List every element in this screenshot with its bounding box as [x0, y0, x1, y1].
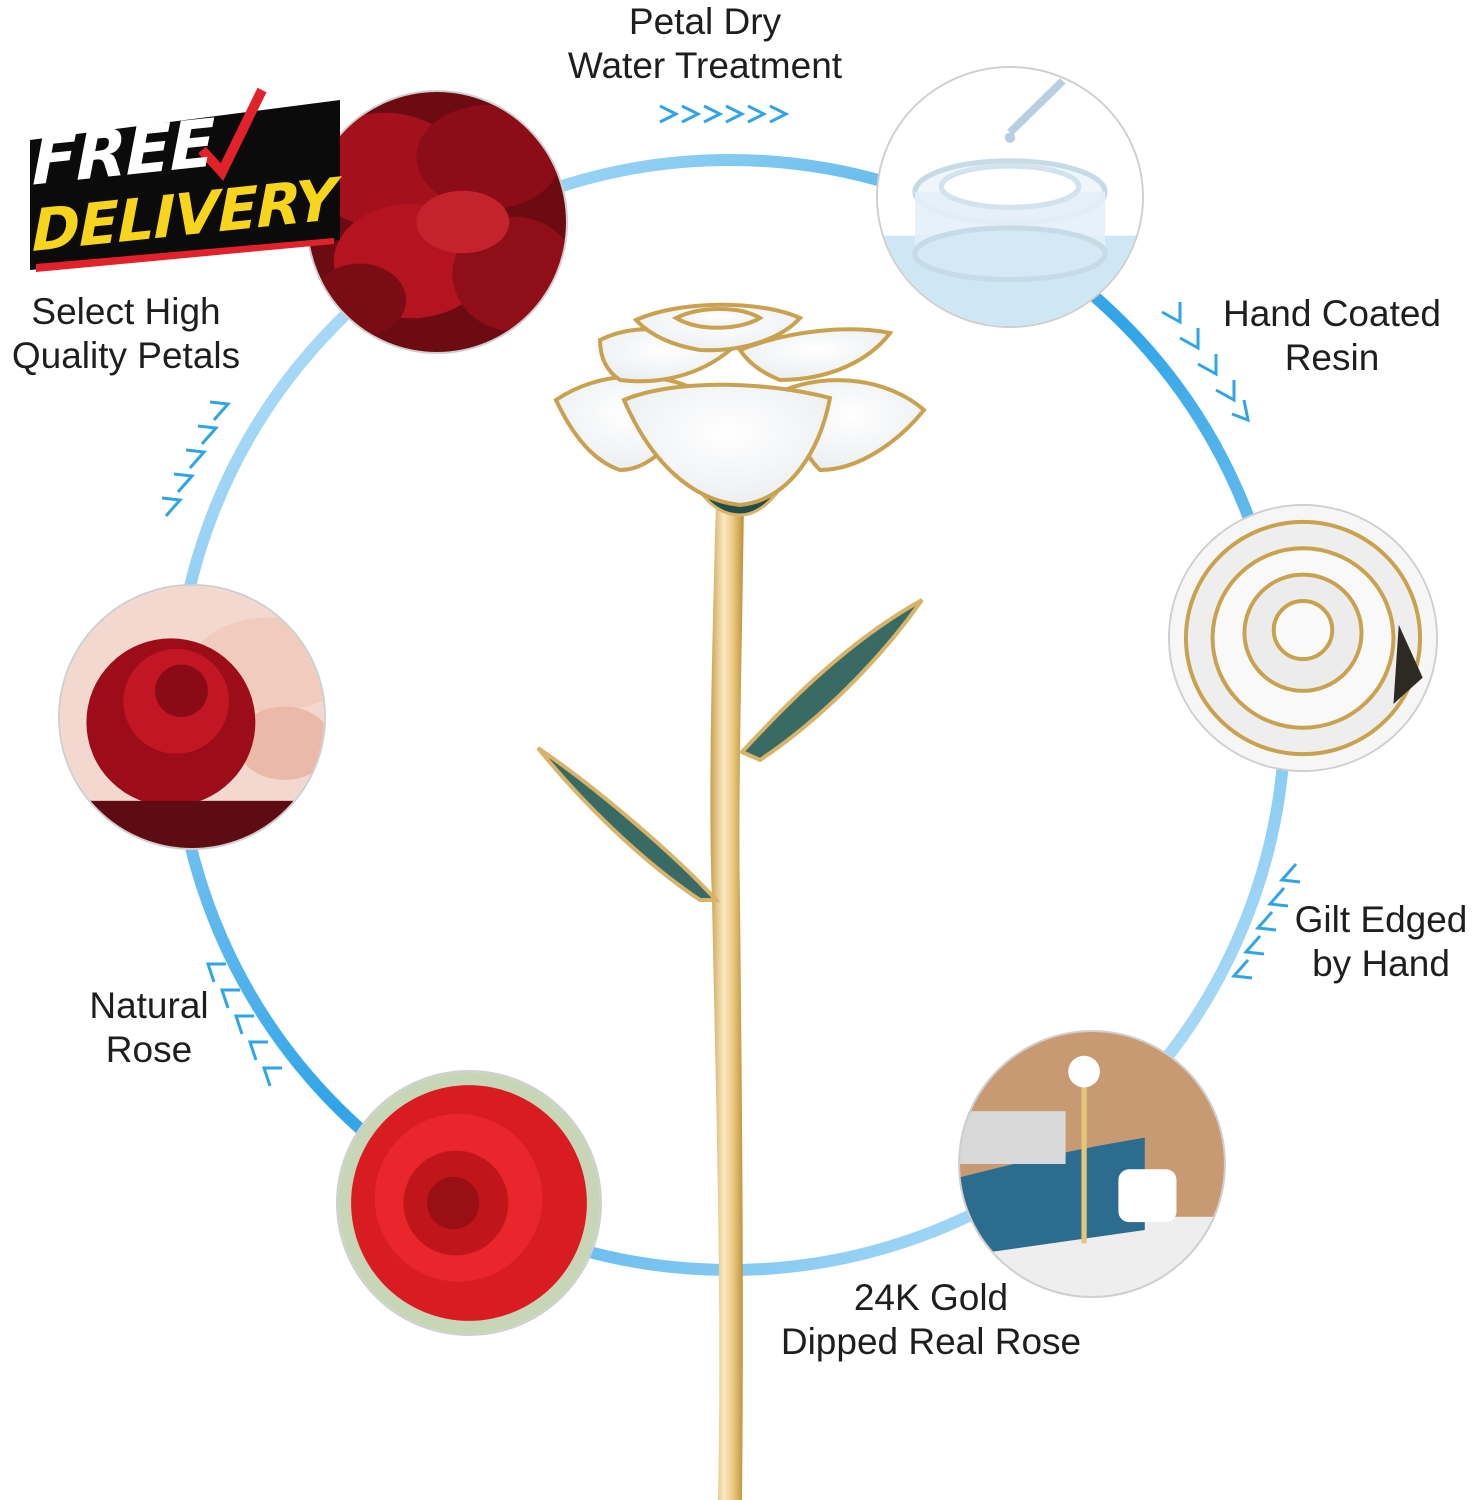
badge-background	[30, 87, 340, 272]
checkmark-icon	[198, 87, 267, 181]
arrow-chevrons-left-bottom	[205, 962, 282, 1087]
photo-water-treatment	[876, 66, 1144, 328]
rose-stem	[710, 500, 744, 1500]
label-gilt-edged: Gilt Edged by Hand	[1294, 899, 1468, 984]
arrow-chevrons-right-top	[1161, 302, 1251, 423]
label-hand-coated: Hand Coated Resin	[1222, 293, 1442, 378]
rose-bloom	[553, 302, 927, 508]
label-natural-rose: Natural Rose	[89, 985, 209, 1070]
arrow-chevrons-right-bottom	[1230, 863, 1301, 980]
photo-gold-rose-home	[958, 1030, 1226, 1298]
photo-gilt-edged-rose	[336, 1070, 602, 1336]
label-gold-dipped: 24K Gold Dipped Real Rose	[780, 1277, 1082, 1362]
label-water-treatment: Petal Dry Water Treatment	[567, 1, 843, 86]
photo-resin-white-rose	[1168, 504, 1438, 772]
rose-leaf-left	[536, 746, 721, 902]
arrow-chevrons-left-top	[161, 400, 232, 517]
photo-natural-rose	[58, 584, 326, 850]
arrow-chevrons-top	[659, 104, 790, 124]
rose-leaf-right	[738, 598, 924, 763]
label-select-petals: Select High Quality Petals	[11, 291, 241, 376]
photo-rose-petals	[306, 90, 568, 354]
free-delivery-badge: FREE DELIVERY	[22, 80, 352, 280]
